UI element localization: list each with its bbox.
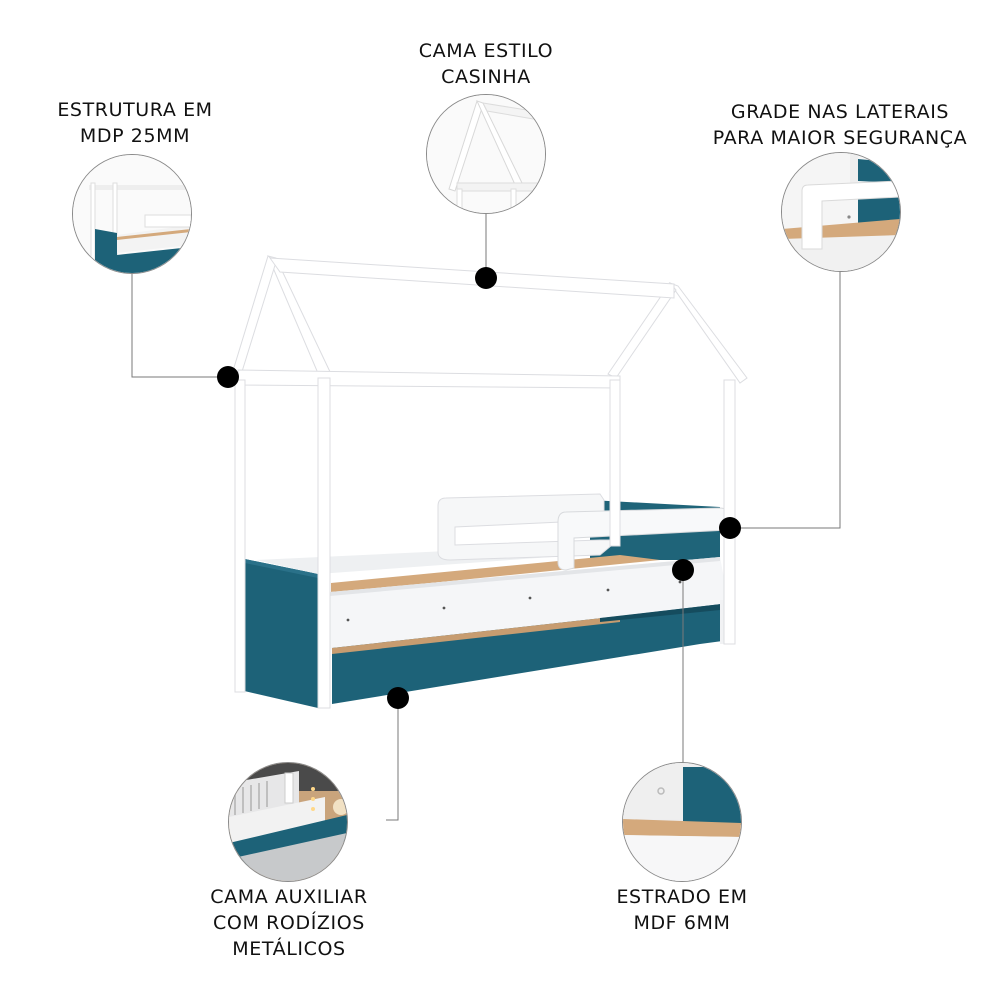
house-style-detail-image: [427, 95, 545, 213]
detail-circle-side-rails: [781, 152, 901, 272]
label-line: MDF 6MM: [633, 912, 731, 934]
detail-circle-slats: [622, 762, 742, 882]
callout-label-trundle: CAMA AUXILIAR COM RODÍZIOS METÁLICOS: [184, 884, 394, 962]
label-line: CASINHA: [441, 66, 531, 88]
callout-label-house-style: CAMA ESTILO CASINHA: [386, 38, 586, 90]
label-line: METÁLICOS: [232, 938, 346, 960]
label-line: MDP 25MM: [79, 125, 191, 147]
label-line: PARA MAIOR SEGURANÇA: [712, 127, 968, 149]
detail-circle-trundle: [228, 762, 348, 882]
marker-side-rails: [719, 517, 741, 539]
label-line: ESTRADO EM: [616, 886, 748, 908]
label-line: CAMA AUXILIAR: [210, 886, 368, 908]
label-line: COM RODÍZIOS: [213, 912, 365, 934]
structure-detail-image: [73, 155, 191, 273]
leader-lines: [131, 213, 841, 821]
leader-line-structure: [131, 272, 228, 378]
house-bed-illustration: [231, 255, 748, 709]
label-line: ESTRUTURA EM: [57, 99, 213, 121]
slats-detail-image: [623, 763, 741, 881]
label-line: GRADE NAS LATERAIS: [730, 101, 950, 123]
marker-house-style: [475, 267, 497, 289]
marker-structure: [217, 366, 239, 388]
leader-line-trundle: [386, 698, 399, 821]
callout-label-structure: ESTRUTURA EM MDP 25MM: [30, 97, 240, 149]
callout-label-slats: ESTRADO EM MDF 6MM: [592, 884, 772, 936]
side-rails-detail-image: [782, 153, 900, 271]
trundle-detail-image: [229, 763, 347, 881]
markers: [217, 267, 741, 709]
marker-trundle: [387, 687, 409, 709]
marker-slats: [672, 559, 694, 581]
label-line: CAMA ESTILO: [418, 40, 554, 62]
detail-circle-structure: [72, 154, 192, 274]
leader-line-side-rails: [730, 270, 841, 529]
detail-circle-house-style: [426, 94, 546, 214]
callout-label-side-rails: GRADE NAS LATERAIS PARA MAIOR SEGURANÇA: [690, 99, 990, 151]
